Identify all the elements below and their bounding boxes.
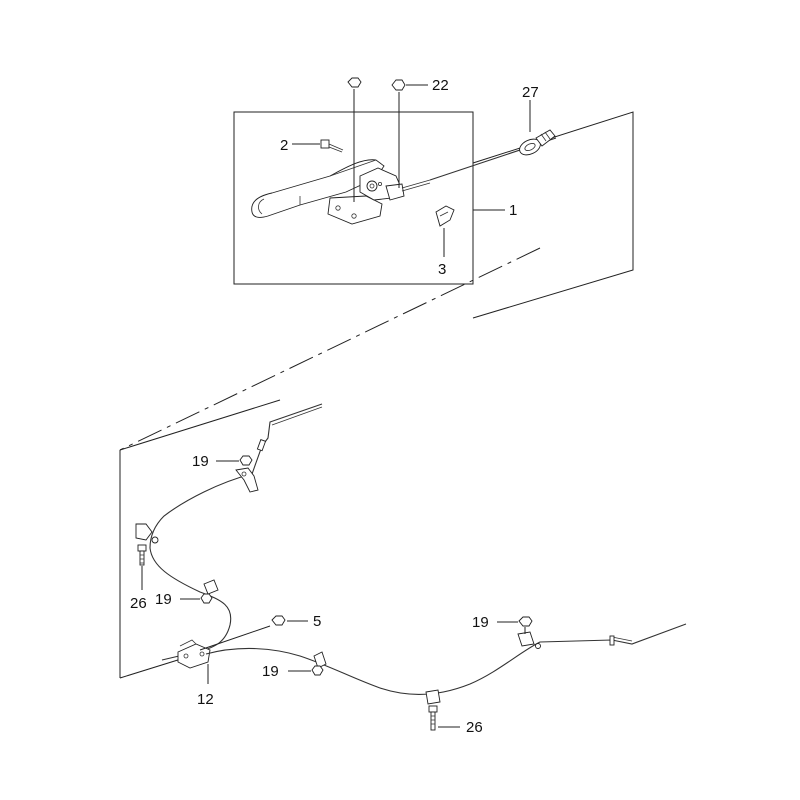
nut-part-5 [271, 615, 286, 626]
callout-19-lower-mid: 19 [262, 663, 279, 680]
bolt-26-bottom [428, 705, 438, 731]
bolt-part-2 [320, 139, 344, 153]
callout-2: 2 [280, 137, 288, 154]
callout-19-upper-left: 19 [192, 453, 209, 470]
nut-19-lower-mid [311, 665, 324, 676]
callout-26-bottom: 26 [466, 719, 483, 736]
nut-19-upper-left [239, 455, 253, 466]
right-rear-cable [205, 623, 687, 705]
nut-top-left [347, 77, 362, 88]
callout-12: 12 [197, 691, 214, 708]
parking-brake-lever [251, 159, 431, 225]
link-to-nut-5 [199, 625, 271, 651]
callout-19-mid-left: 19 [155, 591, 172, 608]
plane-right-edge [472, 111, 634, 319]
callout-5: 5 [313, 613, 321, 630]
nut-19-right [518, 616, 533, 627]
plane-dash-line [119, 247, 541, 451]
nut-part-22 [391, 79, 406, 91]
callout-1: 1 [509, 202, 517, 219]
grommet-part-27 [519, 129, 556, 156]
bolt-26-left [137, 544, 147, 566]
callout-26-left: 26 [130, 595, 147, 612]
callout-3: 3 [438, 261, 446, 278]
callout-19-right: 19 [472, 614, 489, 631]
left-rear-cable [135, 403, 323, 661]
clip-part-3 [435, 205, 455, 227]
callout-22: 22 [432, 77, 449, 94]
nut-19-mid-left [200, 593, 213, 604]
callout-27: 27 [522, 84, 539, 101]
equalizer-part-12 [177, 639, 211, 669]
plane-top-edge [119, 399, 281, 451]
